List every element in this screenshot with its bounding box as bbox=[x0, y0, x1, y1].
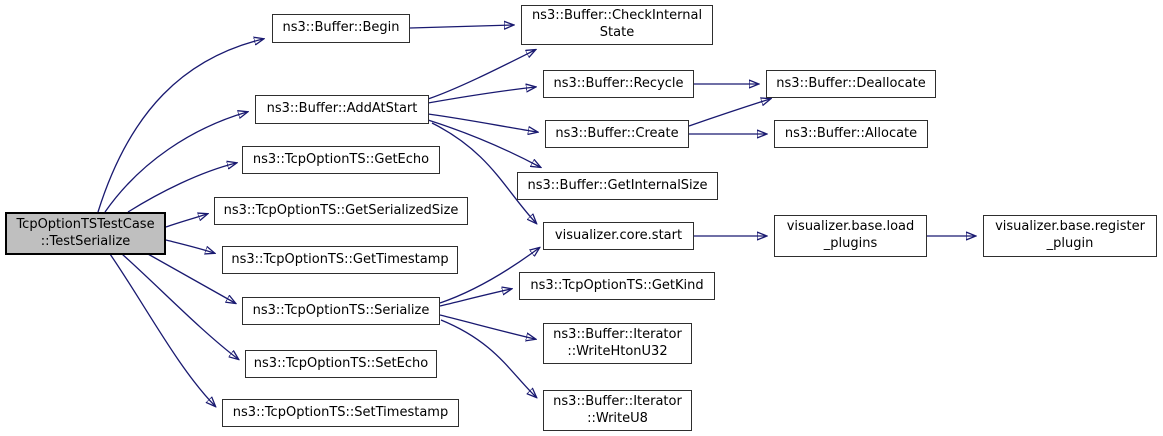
edge-serialize-writehtonu32 bbox=[439, 314, 535, 339]
node-ns3-tcpoptionts-gettimestamp[interactable]: ns3::TcpOptionTS::GetTimestamp bbox=[222, 246, 458, 274]
edge-main-settimestamp bbox=[109, 253, 215, 406]
edge-main-serialize bbox=[147, 253, 235, 303]
node-ns3-tcpoptionts-getecho[interactable]: ns3::TcpOptionTS::GetEcho bbox=[242, 146, 440, 174]
node-ns3-buffer-iterator-writehtonu32[interactable]: ns3::Buffer::Iterator ::WriteHtonU32 bbox=[543, 323, 692, 364]
node-ns3-tcpoptionts-serialize[interactable]: ns3::TcpOptionTS::Serialize bbox=[242, 297, 440, 325]
node-ns3-buffer-deallocate[interactable]: ns3::Buffer::Deallocate bbox=[766, 70, 936, 98]
node-ns3-buffer-begin[interactable]: ns3::Buffer::Begin bbox=[272, 14, 410, 43]
node-ns3-buffer-addatstart[interactable]: ns3::Buffer::AddAtStart bbox=[255, 95, 429, 124]
node-tcpoptiontstestcase-testserialize: TcpOptionTSTestCase ::TestSerialize bbox=[5, 212, 166, 255]
node-ns3-tcpoptionts-getkind[interactable]: ns3::TcpOptionTS::GetKind bbox=[519, 272, 715, 300]
node-visualizer-base-register-plugin[interactable]: visualizer.base.register _plugin bbox=[983, 215, 1157, 257]
node-visualizer-core-start[interactable]: visualizer.core.start bbox=[543, 222, 694, 250]
edge-main-getecho bbox=[127, 163, 236, 213]
edge-addatstart-getinternalsize bbox=[427, 119, 540, 167]
edge-main-setecho bbox=[121, 253, 238, 359]
edge-main-gettimestamp bbox=[165, 239, 214, 253]
edge-begin-checkinternalstate bbox=[409, 25, 513, 28]
node-ns3-buffer-recycle[interactable]: ns3::Buffer::Recycle bbox=[543, 70, 694, 98]
edge-addatstart-create bbox=[427, 113, 537, 132]
edge-serialize-getkind bbox=[439, 289, 511, 307]
edge-addatstart-recycle bbox=[427, 87, 535, 104]
edge-addatstart-corestart bbox=[431, 122, 536, 223]
node-ns3-tcpoptionts-setecho[interactable]: ns3::TcpOptionTS::SetEcho bbox=[245, 350, 437, 378]
edge-main-addatstart bbox=[104, 112, 247, 213]
node-ns3-buffer-allocate[interactable]: ns3::Buffer::Allocate bbox=[774, 120, 928, 148]
node-ns3-buffer-getinternalsize[interactable]: ns3::Buffer::GetInternalSize bbox=[517, 172, 718, 200]
node-ns3-buffer-create[interactable]: ns3::Buffer::Create bbox=[545, 120, 689, 148]
node-ns3-tcpoptionts-getserializedsize[interactable]: ns3::TcpOptionTS::GetSerializedSize bbox=[214, 197, 468, 225]
node-ns3-buffer-checkinternalstate[interactable]: ns3::Buffer::CheckInternal State bbox=[521, 5, 713, 45]
node-ns3-buffer-iterator-writeu8[interactable]: ns3::Buffer::Iterator ::WriteU8 bbox=[543, 390, 692, 431]
node-visualizer-base-load-plugins[interactable]: visualizer.base.load _plugins bbox=[774, 215, 927, 257]
node-ns3-tcpoptionts-settimestamp[interactable]: ns3::TcpOptionTS::SetTimestamp bbox=[222, 399, 459, 427]
edge-main-begin bbox=[97, 39, 263, 213]
edge-serialize-writeu8 bbox=[440, 319, 536, 397]
edge-create-deallocate bbox=[688, 99, 770, 127]
edge-addatstart-checkinternalstate bbox=[427, 50, 535, 100]
edge-serialize-corestart bbox=[439, 248, 539, 304]
edge-main-getserializedsize bbox=[165, 214, 207, 228]
